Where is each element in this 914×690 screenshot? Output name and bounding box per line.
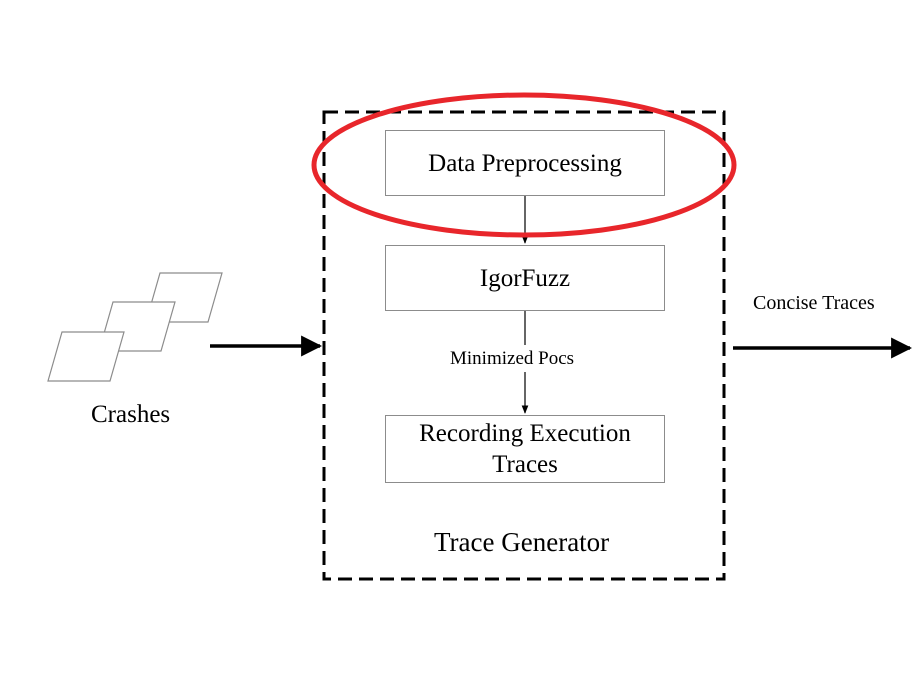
recording-traces-label-line2: Traces	[492, 451, 558, 478]
igorfuzz-label: IgorFuzz	[479, 264, 571, 292]
igorfuzz-box: IgorFuzz	[385, 245, 665, 311]
recording-traces-label-line1: Recording Execution	[419, 420, 631, 447]
minimized-pocs-label: Minimized Pocs	[450, 348, 575, 369]
data-preprocessing-box: Data Preprocessing	[385, 130, 665, 196]
recording-traces-box: Recording Execution Traces	[385, 415, 665, 483]
data-preprocessing-label: Data Preprocessing	[428, 149, 622, 177]
container-label: Trace Generator	[434, 527, 610, 557]
concise-traces-label: Concise Traces	[753, 292, 875, 314]
crashes-icon	[47, 272, 223, 382]
crashes-label: Crashes	[91, 401, 171, 428]
